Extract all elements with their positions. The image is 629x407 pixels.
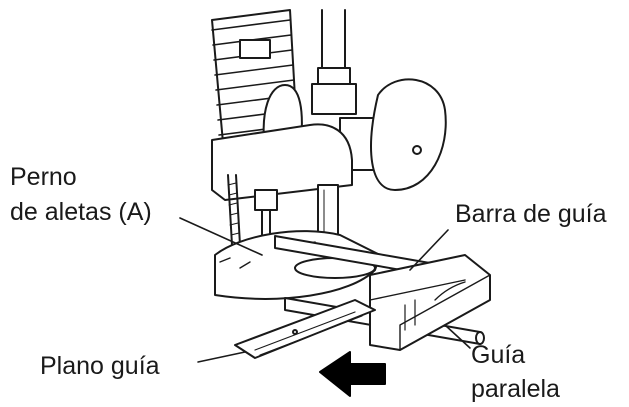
label-plano-guia: Plano guía (40, 352, 160, 380)
leader-perno (179, 217, 263, 256)
label-perno-line2: de aletas (A) (10, 198, 152, 226)
leader-guia (444, 324, 471, 349)
direction-arrow-icon (319, 351, 386, 397)
label-barra-guia: Barra de guía (455, 200, 607, 228)
right-knob (339, 78, 447, 191)
threaded-rod (227, 174, 241, 246)
parallel-guide-fence (369, 254, 491, 351)
leader-barra (409, 229, 449, 271)
label-guia-line2: paralela (471, 375, 560, 403)
label-perno-line1: Perno (10, 163, 77, 191)
router-body (211, 123, 353, 201)
label-guia-line1: Guía (471, 341, 526, 369)
router-column (311, 9, 357, 115)
leader-plano (197, 351, 246, 363)
guide-plate (234, 299, 376, 359)
leader-lines (179, 217, 471, 363)
